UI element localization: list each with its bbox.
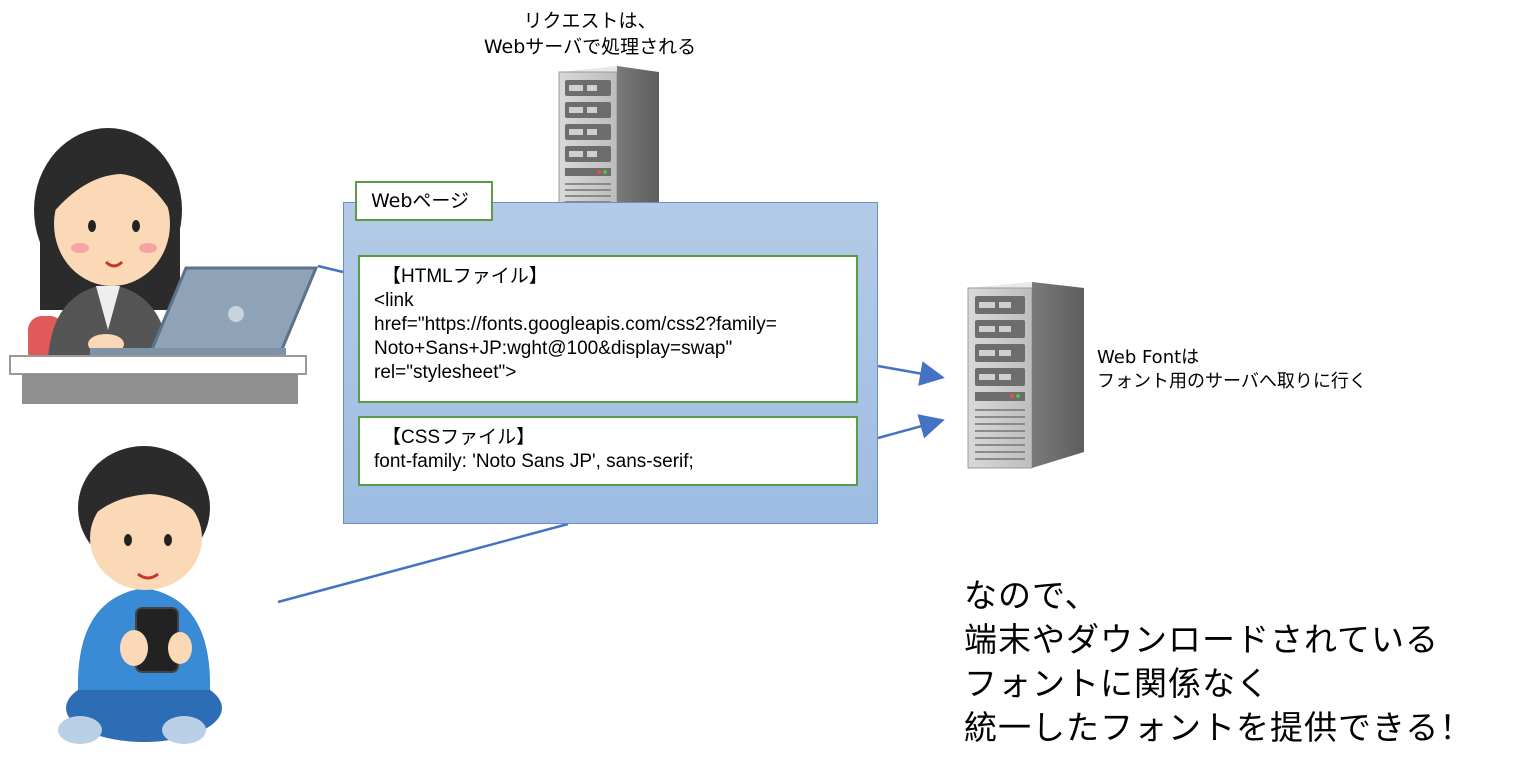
html-code-line: Noto+Sans+JP:wght@100&display=swap" xyxy=(374,338,733,359)
font-server-icon xyxy=(967,282,1084,469)
web-server-caption: リクエストは、 Webサーバで処理される xyxy=(440,8,740,60)
css-code-line: font-family: 'Noto Sans JP', sans-serif; xyxy=(374,451,694,472)
font-server-caption: Web Fontは フォント用のサーバへ取りに行く xyxy=(1097,346,1497,394)
arrow-html-to-font-server xyxy=(877,361,945,386)
conclusion-line1: なので、 xyxy=(964,576,1099,615)
conclusion-line3: フォントに関係なく xyxy=(964,664,1270,703)
conclusion-line4: 統一したフォントを提供できる！ xyxy=(964,708,1474,747)
web-server-caption-line1: リクエストは、 xyxy=(523,10,657,32)
html-code-line: href="https://fonts.googleapis.com/css2?… xyxy=(374,314,777,335)
connector-woman xyxy=(317,264,344,274)
html-code-line: <link xyxy=(374,290,414,311)
conclusion-text: なので、 端末やダウンロードされている フォントに関係なく 統一したフォントを提… xyxy=(964,574,1524,750)
conclusion-line2: 端末やダウンロードされている xyxy=(964,620,1440,659)
html-code-line: rel="stylesheet"> xyxy=(374,362,517,383)
woman-with-laptop-illustration xyxy=(9,128,319,404)
arrow-css-to-font-server xyxy=(877,414,945,440)
css-file-box: 【CSSファイル】 font-family: 'Noto Sans JP', s… xyxy=(358,416,858,486)
font-server-caption-line1: Web Fontは xyxy=(1097,347,1200,368)
css-file-title: 【CSSファイル】 xyxy=(382,427,536,448)
font-server-caption-line2: フォント用のサーバへ取りに行く xyxy=(1097,371,1367,392)
html-file-title: 【HTMLファイル】 xyxy=(382,266,548,287)
webpage-tab-label: Webページ xyxy=(355,181,493,221)
connector-man xyxy=(277,522,569,604)
man-with-smartphone-illustration xyxy=(58,446,222,744)
web-server-caption-line2: Webサーバで処理される xyxy=(483,36,697,58)
web-server-icon xyxy=(558,66,659,227)
html-file-box: 【HTMLファイル】 <link href="https://fonts.goo… xyxy=(358,255,858,403)
